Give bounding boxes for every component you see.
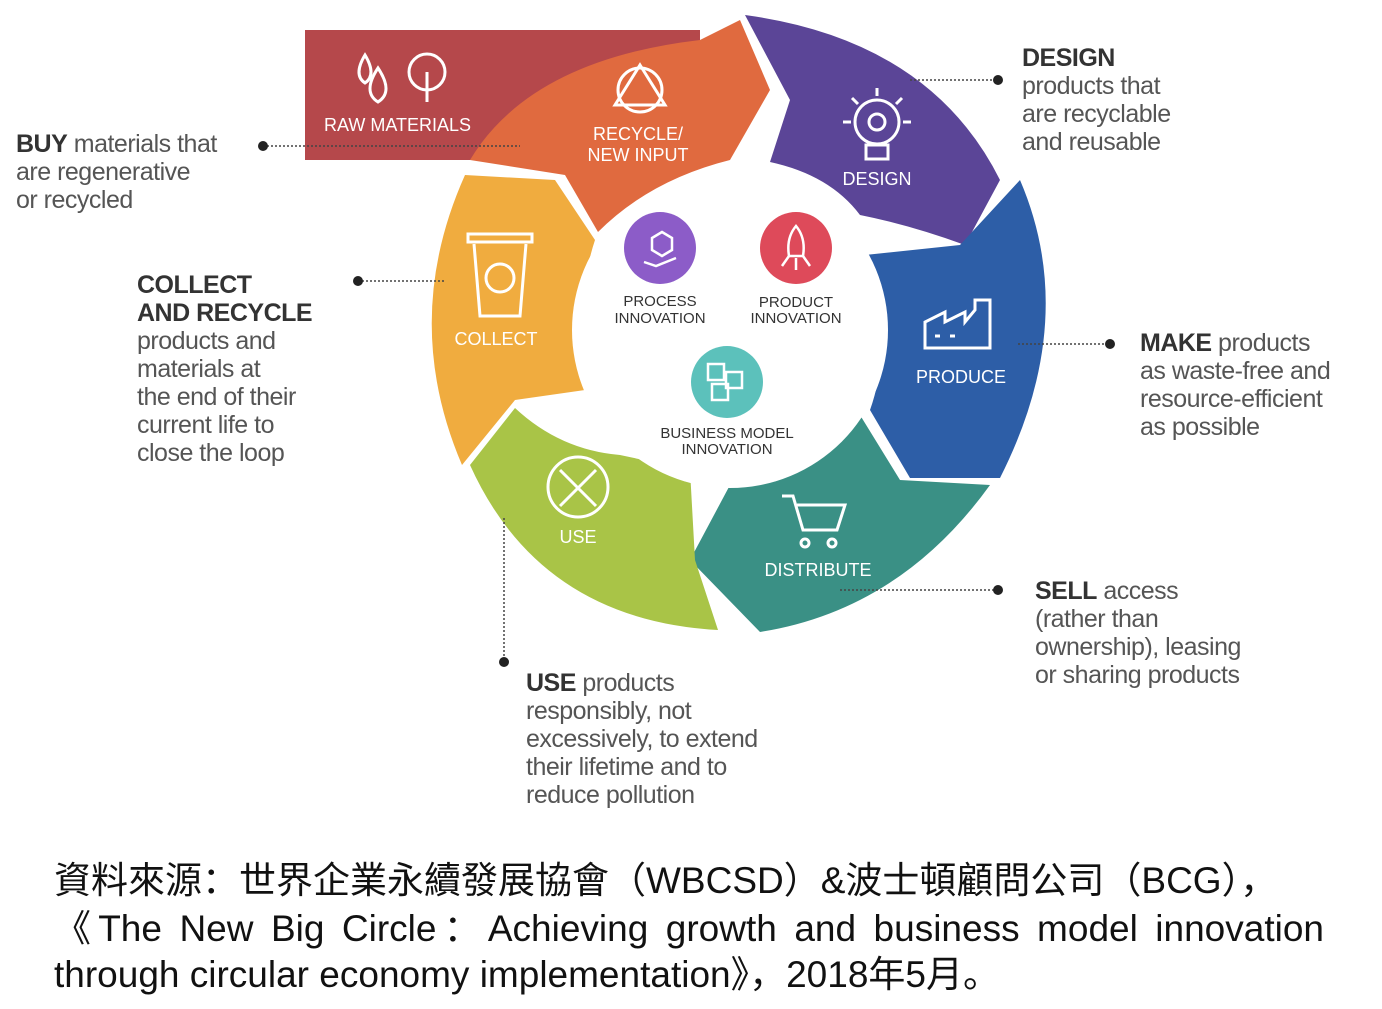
- use-line-5: reduce pollution: [526, 781, 695, 809]
- product-innovation-label-1: PRODUCT: [759, 294, 833, 311]
- design-heading: DESIGN: [1022, 44, 1115, 72]
- lightbulb-gear-icon: [843, 88, 911, 161]
- collect-heading-2: AND RECYCLE: [137, 299, 313, 327]
- business-model-label-1: BUSINESS MODEL: [660, 425, 793, 442]
- sell-line-2: (rather than: [1035, 605, 1159, 633]
- tools-icon: [546, 455, 610, 519]
- collect-line-4: materials at: [137, 355, 261, 383]
- use-line-2: responsibly, not: [526, 697, 692, 725]
- collect-label: COLLECT: [454, 329, 537, 349]
- collect-line-5: the end of their: [137, 383, 296, 411]
- product-innovation-label-2: INNOVATION: [750, 310, 841, 327]
- sell-line-4: or sharing products: [1035, 661, 1240, 689]
- recycle-label-2: NEW INPUT: [588, 145, 689, 165]
- sell-line-1: access: [1096, 577, 1179, 605]
- collect-line-7: close the loop: [137, 439, 285, 467]
- use-label: USE: [559, 527, 596, 547]
- circular-economy-diagram: RAW MATERIALS RECYCLE/ NEW INPUT DESIGN …: [258, 15, 1115, 667]
- design-line-3: are recyclable: [1022, 100, 1171, 128]
- buy-line-3: or recycled: [16, 186, 133, 214]
- sell-annotation: SELL access (rather than ownership), lea…: [1035, 577, 1295, 689]
- design-line-2: products that: [1022, 72, 1161, 100]
- source-caption-line-1: 資料來源：世界企業永續發展協會（WBCSD）&波士頓顧問公司（BCG），: [54, 860, 1278, 901]
- factory-icon: [923, 298, 992, 350]
- produce-segment: [865, 180, 1046, 478]
- source-caption-line-3: through circular economy implementation》…: [54, 954, 1000, 995]
- collect-annotation: COLLECT AND RECYCLE products and materia…: [137, 271, 357, 467]
- shopping-cart-icon: [782, 494, 848, 549]
- distribute-label: DISTRIBUTE: [764, 560, 871, 580]
- recycle-label-1: RECYCLE/: [593, 124, 683, 144]
- use-heading: USE: [526, 669, 576, 697]
- collect-segment: [431, 175, 595, 465]
- hand-cube-icon: [643, 230, 677, 268]
- produce-label: PRODUCE: [916, 367, 1006, 387]
- buy-line-1: materials that: [67, 130, 218, 158]
- recycle-segment: [470, 20, 770, 232]
- make-line-2: as waste-free and: [1140, 357, 1331, 385]
- cubes-icon: [706, 362, 744, 402]
- use-line-3: excessively, to extend: [526, 725, 758, 753]
- use-line-1: products: [575, 669, 675, 697]
- design-annotation: DESIGN products that are recyclable and …: [1022, 44, 1222, 156]
- sell-heading: SELL: [1035, 577, 1097, 605]
- design-label: DESIGN: [842, 169, 911, 189]
- use-annotation: USE products responsibly, not excessivel…: [526, 669, 806, 809]
- buy-heading: BUY: [16, 130, 68, 158]
- process-innovation-circle: [624, 212, 696, 284]
- process-innovation-label-2: INNOVATION: [614, 310, 705, 327]
- make-annotation: MAKE products as waste-free and resource…: [1140, 329, 1375, 441]
- collect-heading-1: COLLECT: [137, 271, 252, 299]
- make-line-1: products: [1211, 329, 1310, 357]
- make-line-3: resource-efficient: [1140, 385, 1323, 413]
- raw-materials-label: RAW MATERIALS: [324, 115, 471, 135]
- recycling-bin-icon: [466, 232, 534, 318]
- business-model-label-2: INNOVATION: [681, 441, 772, 458]
- use-line-4: their lifetime and to: [526, 753, 727, 781]
- rocket-icon: [780, 224, 812, 270]
- collect-line-3: products and: [137, 327, 276, 355]
- leader-lines: [263, 79, 1110, 662]
- leader-dots: [258, 75, 1115, 667]
- make-heading: MAKE: [1140, 329, 1212, 357]
- recycle-icon: [612, 62, 668, 114]
- source-caption-line-2: 《The New Big Circle：Achieving growth and…: [54, 908, 1324, 949]
- product-innovation-circle: [760, 212, 832, 284]
- collect-line-6: current life to: [137, 411, 275, 439]
- process-innovation-label-1: PROCESS: [623, 293, 696, 310]
- design-line-4: and reusable: [1022, 128, 1161, 156]
- buy-line-2: are regenerative: [16, 158, 191, 186]
- buy-annotation: BUY materials that are regenerative or r…: [16, 130, 256, 214]
- make-line-4: as possible: [1140, 413, 1260, 441]
- raw-materials-icon: [357, 52, 447, 104]
- sell-line-3: ownership), leasing: [1035, 633, 1241, 661]
